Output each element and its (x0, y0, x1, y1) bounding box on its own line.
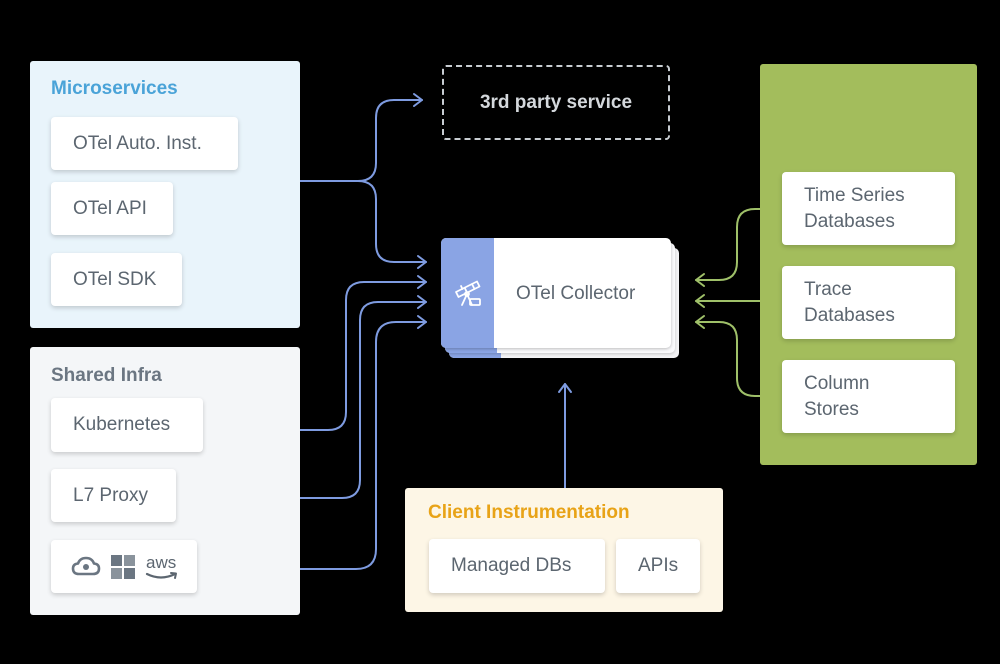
aws-icon: aws (145, 552, 181, 580)
wire-collector-to-column (695, 321, 781, 397)
wire-microservices-to-collector (357, 180, 427, 263)
wire-kubernetes-to-collector (219, 281, 427, 431)
azure-icon (111, 554, 135, 579)
time-series-line2: Databases (804, 210, 895, 232)
column-line2: Stores (804, 398, 859, 420)
shared-infra-panel: Shared Infra Kubernetes L7 Proxy aws (30, 347, 300, 615)
arrow-third-party (413, 93, 423, 107)
trace-databases-card[interactable]: Trace Databases (782, 266, 955, 339)
apis-card[interactable]: APIs (616, 539, 700, 593)
otel-auto-inst-card[interactable]: OTel Auto. Inst. (51, 117, 238, 170)
arrow-storage-1 (695, 273, 705, 287)
cloud-providers-card[interactable]: aws (51, 540, 197, 593)
microservices-panel: Microservices OTel Auto. Inst. OTel API … (30, 61, 300, 328)
arrow-collector-bottom (558, 383, 572, 393)
arrow-collector-2 (417, 275, 427, 289)
arrow-collector-1 (417, 255, 427, 269)
column-stores-card[interactable]: Column Stores (782, 360, 955, 433)
arrow-storage-3 (695, 315, 705, 329)
telescope-icon (455, 280, 481, 306)
wire-microservices-to-third-party (299, 99, 423, 182)
trace-line2: Databases (804, 304, 895, 326)
otel-collector-label: OTel Collector (516, 283, 636, 304)
wire-cloud-to-collector (197, 321, 427, 570)
arrow-collector-3 (417, 295, 427, 309)
wire-l7-proxy-to-collector (177, 301, 427, 499)
arrow-collector-4 (417, 315, 427, 329)
collector-card-front: OTel Collector (441, 238, 671, 348)
kubernetes-card[interactable]: Kubernetes (51, 398, 203, 452)
trace-line1: Trace (804, 278, 852, 300)
third-party-service-box[interactable]: 3rd party service (442, 65, 670, 140)
arrow-storage-2 (695, 294, 705, 308)
third-party-service-label: 3rd party service (479, 91, 633, 113)
google-cloud-icon (71, 556, 101, 575)
client-instrumentation-title: Client Instrumentation (428, 502, 630, 523)
wire-collector-to-timeseries (695, 208, 781, 281)
aws-label: aws (146, 552, 177, 572)
l7-proxy-card[interactable]: L7 Proxy (51, 469, 176, 522)
managed-dbs-card[interactable]: Managed DBs (429, 539, 605, 593)
client-instrumentation-panel: Client Instrumentation Managed DBs APIs (405, 488, 723, 612)
storage-panel: Time Series Databases Trace Databases Co… (760, 64, 977, 465)
microservices-title: Microservices (51, 78, 178, 99)
otel-api-card[interactable]: OTel API (51, 182, 173, 235)
otel-sdk-card[interactable]: OTel SDK (51, 253, 182, 306)
shared-infra-title: Shared Infra (51, 365, 162, 386)
time-series-databases-card[interactable]: Time Series Databases (782, 172, 955, 245)
otel-collector[interactable]: OTel Collector (441, 238, 683, 362)
time-series-line1: Time Series (804, 184, 905, 206)
column-line1: Column (804, 372, 870, 394)
